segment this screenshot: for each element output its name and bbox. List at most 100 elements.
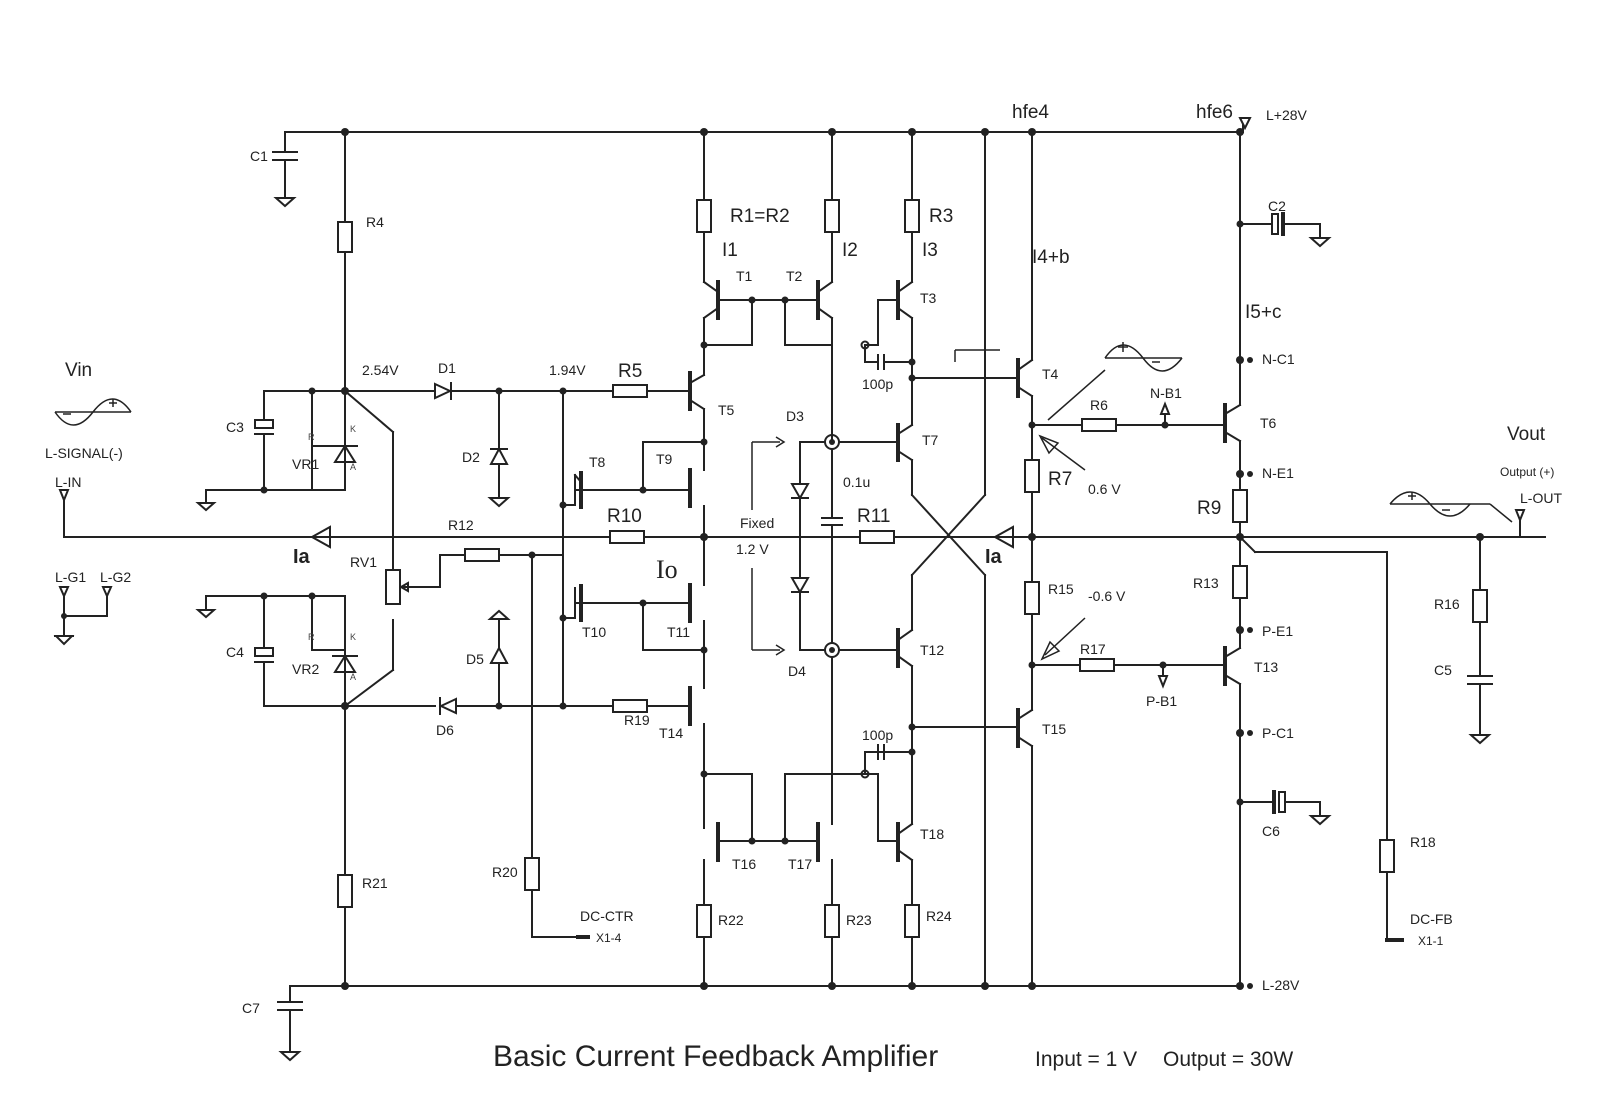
ia-arrow-right (992, 525, 1014, 549)
t8-label: T8 (589, 454, 606, 470)
output-plus-label: Output (+) (1500, 465, 1554, 479)
t10-label: T10 (582, 624, 606, 640)
capacitor-c7 (277, 985, 303, 1062)
r13-label: R13 (1193, 575, 1219, 591)
c6-label: C6 (1262, 823, 1280, 839)
t11-label: T11 (667, 624, 690, 640)
vout-label: Vout (1507, 424, 1546, 445)
vr1-label: VR1 (292, 456, 319, 472)
p-c1-label: P-C1 (1262, 725, 1294, 741)
transistor-t8 (573, 471, 583, 509)
p-b1-label: P-B1 (1146, 693, 1177, 709)
second-column (751, 128, 891, 990)
l-g2-label: L-G2 (100, 569, 131, 585)
mid-signal-symbol (1104, 342, 1183, 372)
t14-label: T14 (659, 725, 683, 741)
n-e1-label: N-E1 (1262, 465, 1294, 481)
resistor-r5 (612, 384, 681, 398)
output-spec: Output = 30W (1163, 1048, 1293, 1071)
fixed-label: Fixed (740, 515, 774, 531)
t2-label: T2 (786, 268, 803, 284)
hfe6-label: hfe6 (1196, 102, 1233, 123)
svg-text:K: K (350, 632, 356, 642)
rv1-label: RV1 (350, 554, 377, 570)
dc-fb-pin-label: X1-1 (1418, 934, 1444, 948)
t6-label: T6 (1260, 415, 1277, 431)
d2-label: D2 (462, 449, 480, 465)
r9-label: R9 (1197, 498, 1221, 519)
r6-label: R6 (1090, 397, 1108, 413)
r12-label: R12 (448, 517, 474, 533)
t4-label: T4 (1042, 366, 1059, 382)
r11-label: R11 (857, 506, 890, 527)
l-out-terminal[interactable] (1479, 509, 1526, 538)
l-in-label: L-IN (55, 474, 81, 490)
r10-label: R10 (607, 506, 642, 527)
d5-label: D5 (466, 651, 484, 667)
r3-label: R3 (929, 206, 953, 227)
r5-label: R5 (618, 361, 642, 382)
vr2-label: VR2 (292, 661, 319, 677)
output-signal-symbol (1389, 491, 1513, 523)
diode-d5 (487, 609, 511, 707)
v194-label: 1.94V (549, 362, 586, 378)
input-spec: Input = 1 V (1035, 1048, 1137, 1071)
ia-right-label: Ia (985, 546, 1003, 568)
n-b1-label: N-B1 (1150, 385, 1182, 401)
n-c1-label: N-C1 (1262, 351, 1295, 367)
r22-label: R22 (718, 912, 744, 928)
diode-d2 (487, 390, 511, 508)
diode-d6 (438, 697, 614, 715)
cross-rail (981, 128, 989, 990)
r21-label: R21 (362, 875, 388, 891)
svg-text:K: K (350, 424, 356, 434)
rv1-trimmer[interactable] (385, 548, 564, 605)
r15-label: R15 (1048, 581, 1074, 597)
t9-label: T9 (656, 451, 673, 467)
t13-label: T13 (1254, 659, 1278, 675)
upper-bias-network: R K A (195, 387, 436, 571)
r16-label: R16 (1434, 596, 1460, 612)
dc-fb-label: DC-FB (1410, 911, 1453, 927)
i4b-label: I4+b (1032, 247, 1070, 268)
svg-text:A: A (350, 672, 356, 682)
r23-label: R23 (846, 912, 872, 928)
diagram-title: Basic Current Feedback Amplifier (493, 1040, 938, 1073)
negative-rail-label: L-28V (1262, 977, 1300, 993)
resistor-r6 (1081, 401, 1226, 432)
resistor-r19 (612, 699, 681, 713)
i3-label: I3 (922, 240, 938, 261)
ground-terminals[interactable] (53, 586, 113, 646)
r18-label: R18 (1410, 834, 1436, 850)
resistor-r11 (859, 530, 895, 544)
c7-label: C7 (242, 1000, 260, 1016)
hfe4-label: hfe4 (1012, 102, 1049, 123)
r7-label: R7 (1048, 469, 1072, 490)
l-in-terminal[interactable] (58, 489, 70, 538)
t17-label: T17 (788, 856, 812, 872)
t16-label: T16 (732, 856, 756, 872)
svg-text:A: A (350, 462, 356, 472)
d4-label: D4 (788, 663, 806, 679)
c2-label: C2 (1268, 198, 1286, 214)
positive-rail-label: L+28V (1266, 107, 1308, 123)
r4-branch (337, 128, 353, 392)
c5-label: C5 (1434, 662, 1452, 678)
vm06-arrow (1040, 617, 1086, 661)
p-e1-label: P-E1 (1262, 623, 1293, 639)
c3-label: C3 (226, 419, 244, 435)
cap-100p-bot-label: 100p (862, 727, 893, 743)
svg-text:R: R (308, 432, 315, 442)
i5c-label: I5+c (1245, 302, 1281, 323)
l-g1-label: L-G1 (55, 569, 86, 585)
t5-label: T5 (718, 402, 735, 418)
svg-text:R: R (308, 632, 315, 642)
r20-branch (524, 554, 590, 939)
driver-column (954, 128, 1083, 990)
l-out-label: L-OUT (1520, 490, 1562, 506)
v06-label: 0.6 V (1088, 481, 1121, 497)
output-column (1223, 117, 1332, 990)
feedback-path (1238, 535, 1404, 942)
lower-bias-network: R K A (195, 592, 436, 710)
